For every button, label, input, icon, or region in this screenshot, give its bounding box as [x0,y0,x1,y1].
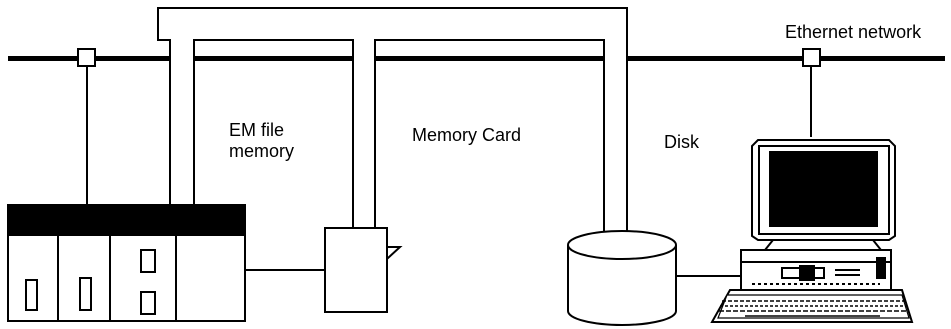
plc-rack [7,204,246,322]
memory-card-label: Memory Card [412,125,522,145]
memory-card-box [324,227,388,313]
disk-label: Disk [664,132,699,152]
ethernet-network-label: Ethernet network [785,22,922,42]
ethernet-bus-line [8,56,945,61]
em-file-memory-label-line1: EM file [229,120,285,140]
disk-cylinder [567,230,677,326]
em-file-memory-label-line2: memory [229,141,295,161]
personal-computer [710,139,914,323]
plc-node-box [77,48,96,67]
pc-node-box [802,48,821,67]
